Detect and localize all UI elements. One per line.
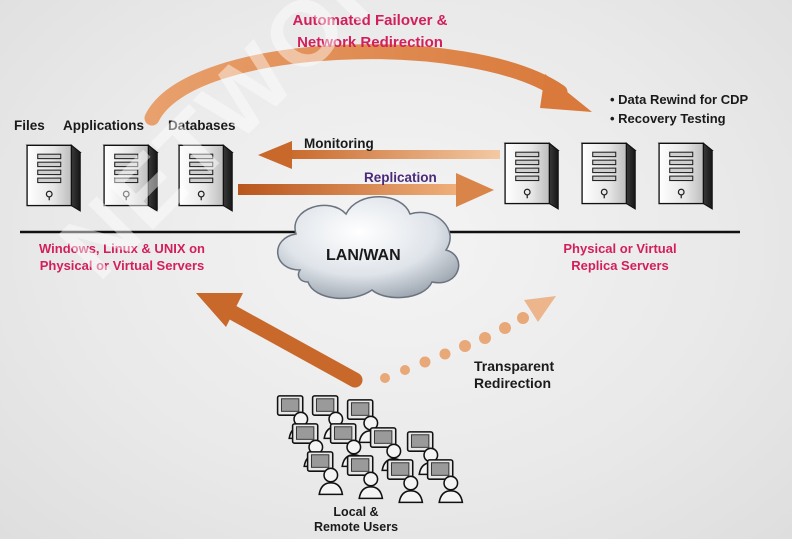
label-monitoring: Monitoring [304,136,374,151]
label-lan-wan: LAN/WAN [326,247,401,264]
bullet-data-rewind: • Data Rewind for CDP [610,92,749,107]
transparent-line1: Transparent [474,358,555,374]
users-group [276,395,464,504]
failover-title-line1: Automated Failover & [292,12,448,29]
cloud-icon [277,196,460,300]
transparent-line2: Redirection [474,375,552,391]
replica-desc-line2: Replica Servers [571,258,669,273]
source-desc-line1: Windows, Linux & UNIX on [39,241,205,256]
label-replication: Replication [364,170,437,185]
failover-title-line2: Network Redirection [297,34,443,51]
bullet-recovery-testing: • Recovery Testing [610,111,726,126]
label-applications: Applications [63,118,145,133]
users-line1: Local & [333,505,379,519]
source-desc-line2: Physical or Virtual Servers [39,258,205,273]
label-files: Files [14,118,45,133]
label-databases: Databases [168,118,236,133]
replica-desc-line1: Physical or Virtual [563,241,677,256]
users-line2: Remote Users [313,520,399,534]
